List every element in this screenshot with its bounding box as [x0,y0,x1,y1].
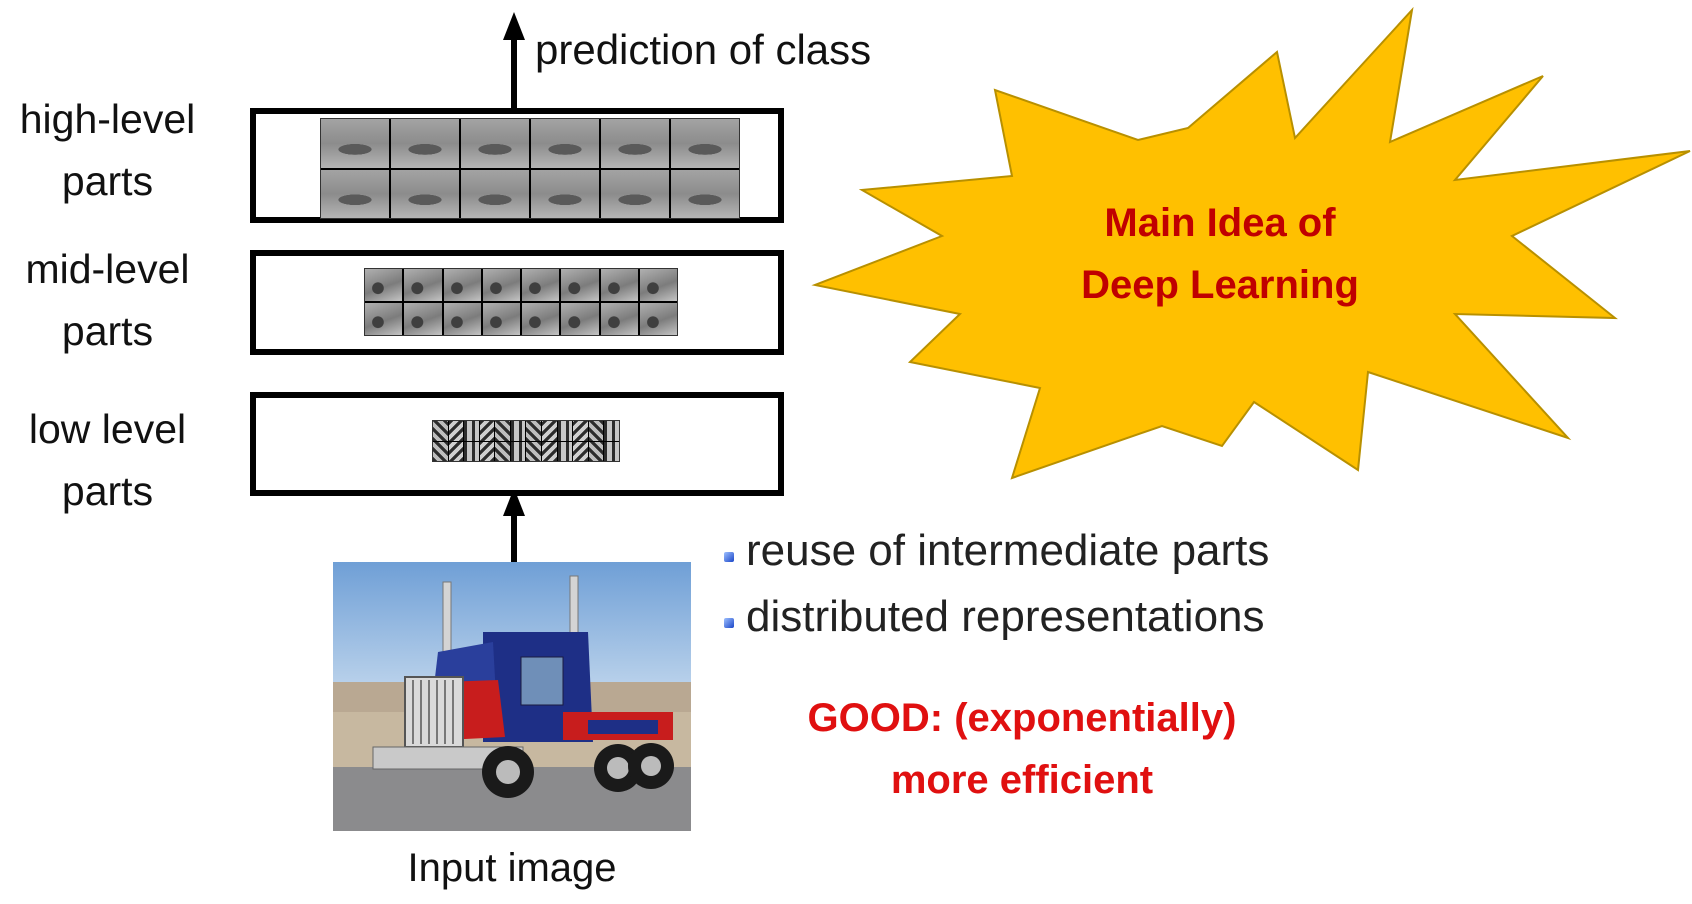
truck-illustration [333,562,691,831]
bullet-icon [724,552,734,562]
mid-level-label-line2: parts [61,308,154,354]
filter-cell [391,169,459,218]
low-level-label: low level parts [0,398,215,522]
low-level-label-line2: parts [61,468,154,514]
input-image [333,562,691,831]
high-level-label: high-level parts [0,88,215,212]
filter-cell [461,169,529,218]
filter-cell [522,303,560,335]
bullet-distributed: distributed representations [746,592,1265,641]
filter-cell [443,269,481,301]
low-level-filters [432,420,620,462]
filter-cell [510,421,526,441]
high-level-layer-box [250,108,784,223]
mid-level-filters [364,268,678,336]
filter-cell [588,421,604,441]
filter-cell [561,303,599,335]
filter-cell [542,421,557,441]
filter-cell [671,169,739,218]
input-image-caption: Input image [407,846,617,890]
filter-cell [573,421,588,441]
filter-cell [573,441,588,461]
filter-cell [604,421,619,441]
low-level-layer-box [250,392,784,496]
filter-cell [321,119,389,168]
filter-cell [526,441,542,461]
filter-cell [561,269,599,301]
bullet-icon [724,618,734,628]
filter-cell [601,169,669,218]
low-level-label-line1: low level [28,406,187,452]
filter-cell [404,269,442,301]
filter-cell [464,421,479,441]
filter-cell [557,421,573,441]
filter-cell [479,441,495,461]
filter-cell [321,169,389,218]
filter-cell [464,441,479,461]
burst-title-line1: Main Idea of [1104,201,1336,245]
burst-polygon [811,6,1691,480]
filter-cell [461,119,529,168]
filter-cell [639,303,677,335]
filter-cell [604,441,619,461]
filter-cell [557,441,573,461]
filter-cell [433,441,448,461]
mid-level-layer-box [250,250,784,355]
prediction-label: prediction of class [535,26,872,73]
filter-cell [391,119,459,168]
mid-level-label: mid-level parts [0,238,215,362]
filter-cell [600,303,638,335]
filter-cell [479,421,495,441]
burst-title-line2: Deep Learning [1081,263,1359,307]
filter-cell [495,441,510,461]
bullet-reuse: reuse of intermediate parts [746,526,1270,575]
filter-cell [365,269,403,301]
filter-cell [542,441,557,461]
filter-cell [522,269,560,301]
filter-cell [448,441,464,461]
filter-cell [433,421,448,441]
output-arrowhead [503,12,525,40]
filter-cell [510,441,526,461]
high-level-label-line2: parts [61,158,154,204]
filter-cell [495,421,510,441]
mid-level-label-line1: mid-level [25,246,190,292]
burst-title: Main Idea of Deep Learning [1020,192,1420,316]
good-line-1: GOOD: (exponentially) [807,696,1237,740]
filter-cell [671,119,739,168]
filter-cell [482,269,520,301]
filter-cell [443,303,481,335]
filter-cell [639,269,677,301]
filter-cell [448,421,464,441]
filter-cell [531,169,599,218]
filter-cell [600,269,638,301]
filter-cell [588,441,604,461]
filter-cell [482,303,520,335]
filter-cell [601,119,669,168]
high-level-label-line1: high-level [19,96,196,142]
good-line-2: more efficient [890,758,1154,802]
filter-cell [526,421,542,441]
filter-cell [365,303,403,335]
filter-cell [531,119,599,168]
high-level-filters [320,118,740,219]
filter-cell [404,303,442,335]
input-arrowhead [503,488,525,516]
